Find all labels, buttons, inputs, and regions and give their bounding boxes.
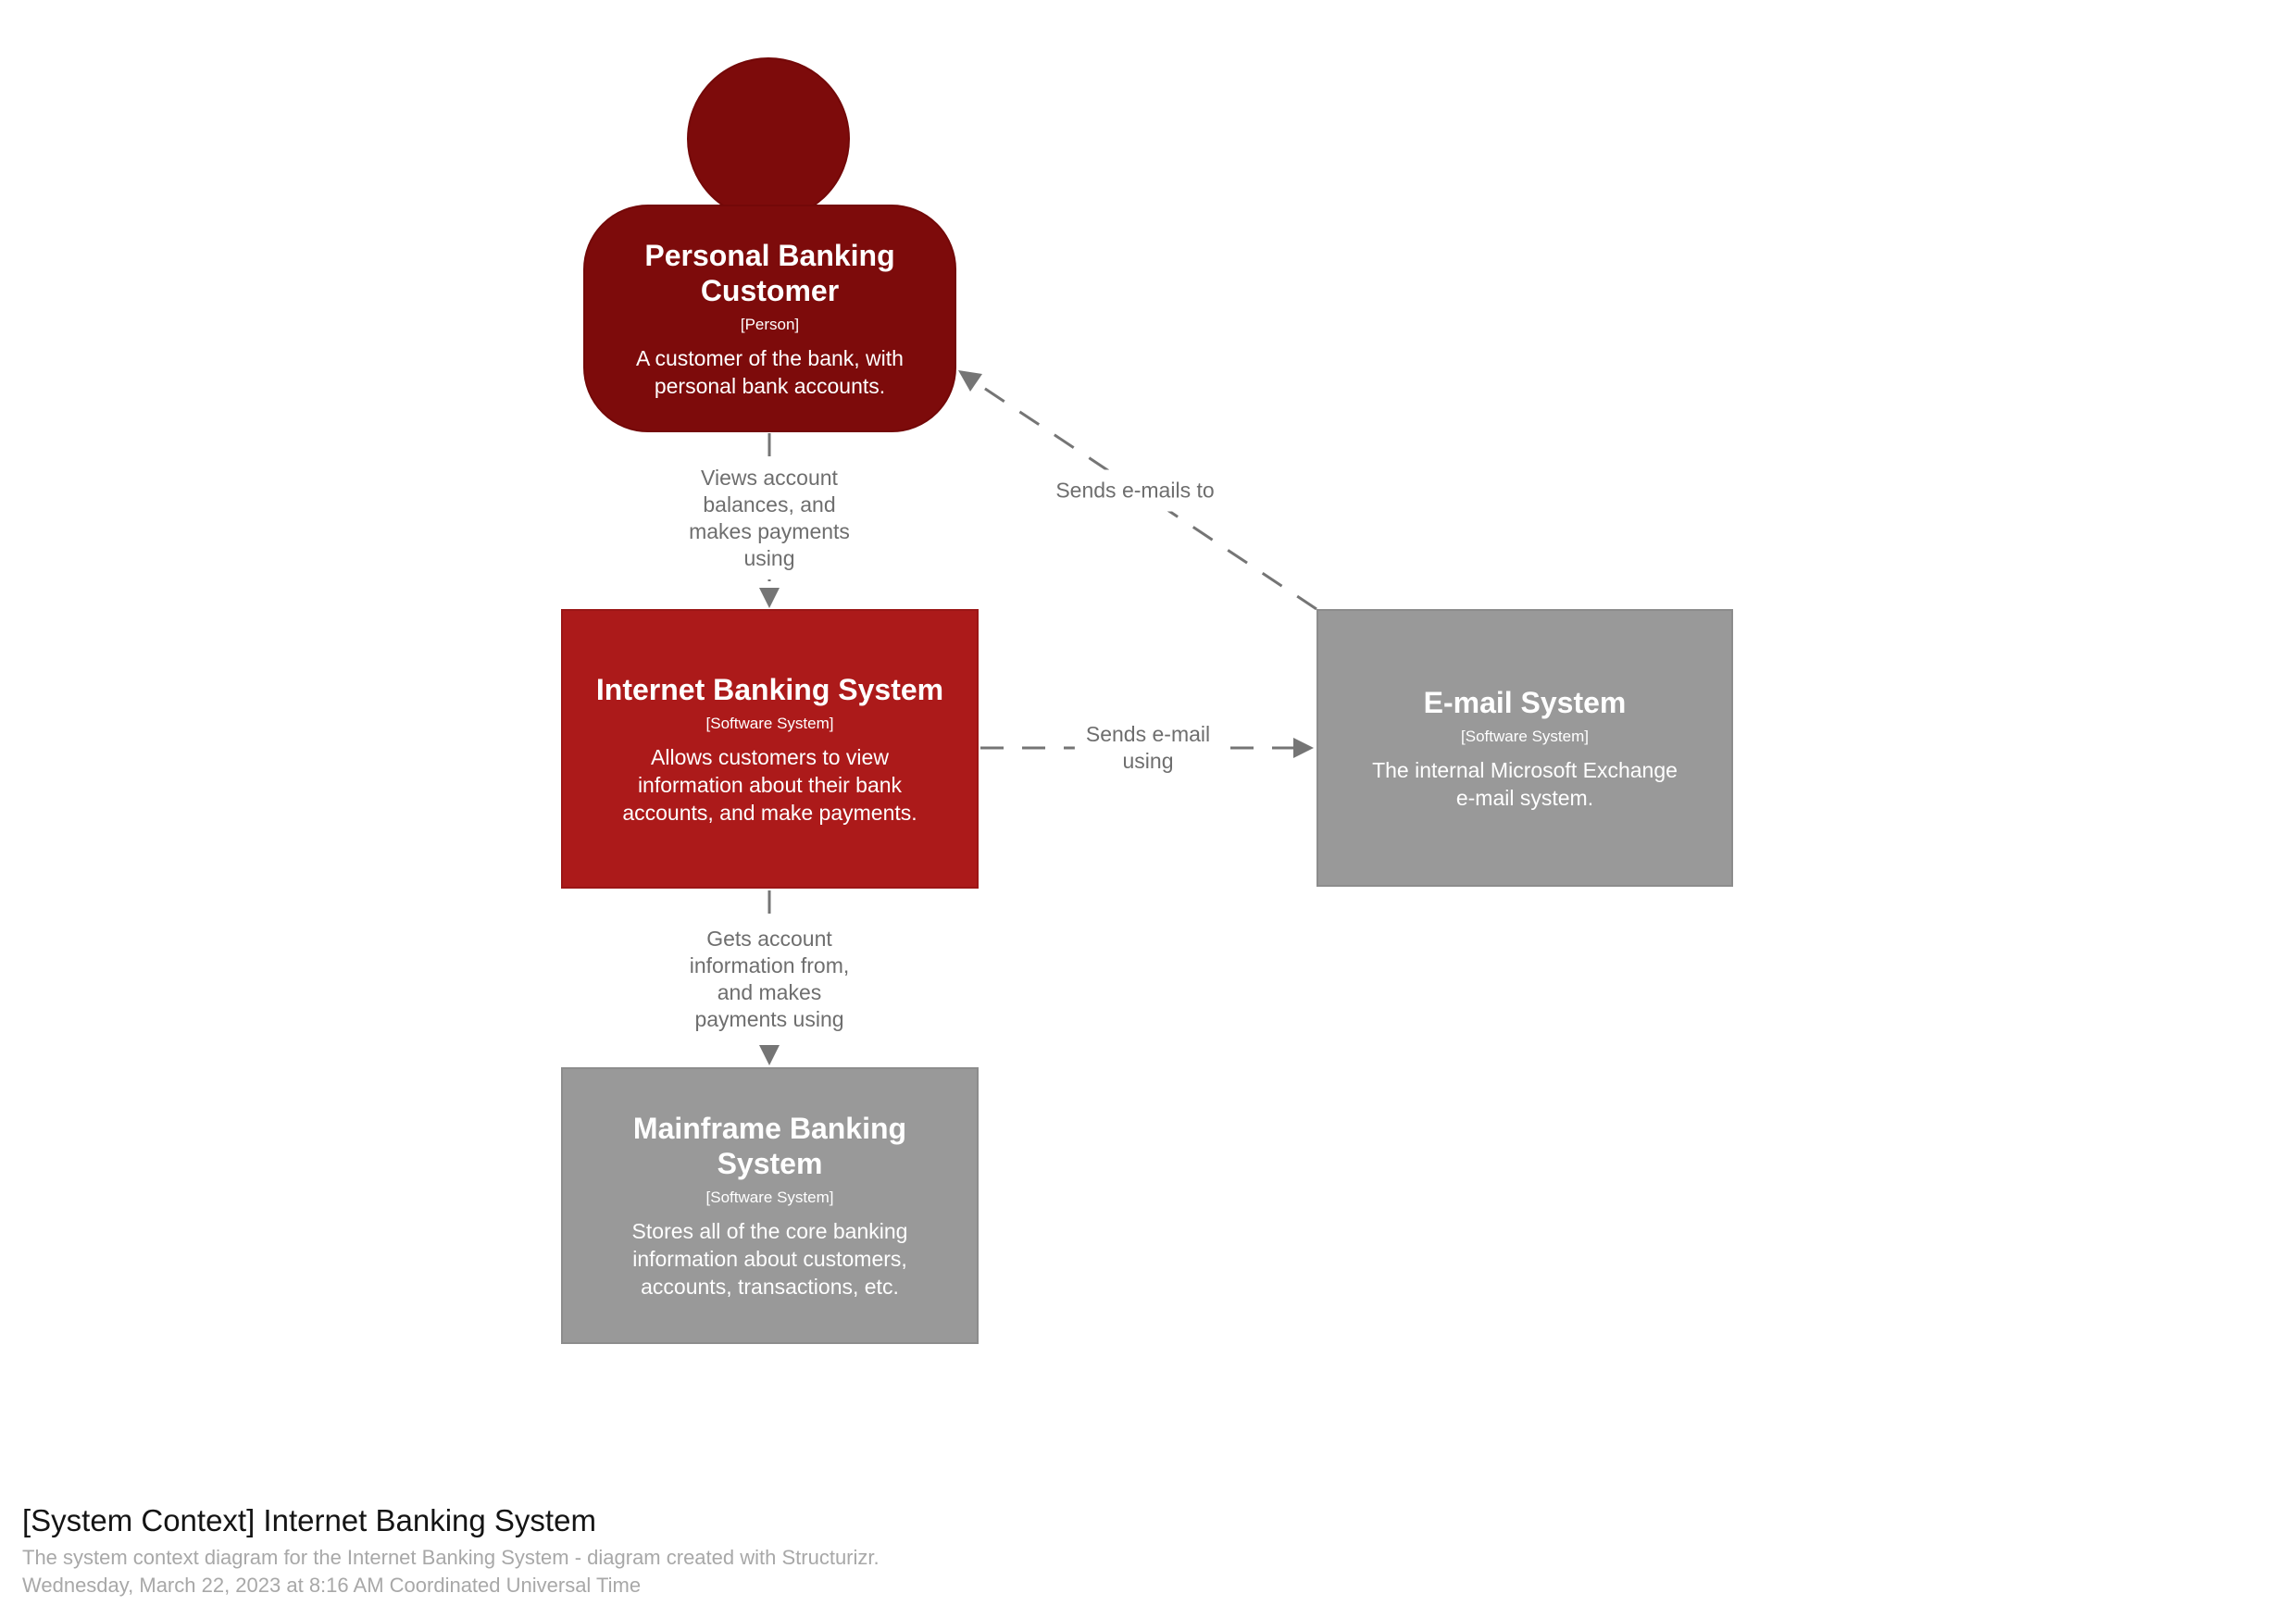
diagram-title: [System Context] Internet Banking System xyxy=(22,1503,596,1537)
system-node-email-system[interactable]: E-mail System [Software System] The inte… xyxy=(1316,609,1733,887)
relationship-label-customer-to-ibs: Views account balances, and makes paymen… xyxy=(678,457,861,579)
person-node-personal-banking-customer[interactable]: Personal Banking Customer [Person] A cus… xyxy=(583,57,956,432)
system-node-internet-banking-system[interactable]: Internet Banking System [Software System… xyxy=(561,609,979,889)
person-body: Personal Banking Customer [Person] A cus… xyxy=(583,205,956,432)
arrowhead-customer-to-ibs xyxy=(759,588,780,608)
node-description: A customer of the bank, with personal ba… xyxy=(636,345,904,398)
node-type-badge: [Person] xyxy=(740,315,800,333)
node-name: E-mail System xyxy=(1423,685,1627,719)
arrowhead-email-to-customer xyxy=(958,370,982,392)
node-description: Stores all of the core banking informati… xyxy=(631,1219,908,1299)
diagram-timestamp: Wednesday, March 22, 2023 at 8:16 AM Coo… xyxy=(22,1574,642,1597)
person-head-icon xyxy=(687,57,850,220)
diagram-metadata: [System Context] Internet Banking System… xyxy=(22,1501,880,1599)
node-name: Personal Banking Customer xyxy=(644,238,895,307)
relationship-label-email-to-customer: Sends e-mails to xyxy=(1044,469,1226,512)
node-type-badge: [Software System] xyxy=(1461,727,1589,745)
node-description: The internal Microsoft Exchange e-mail s… xyxy=(1372,757,1678,810)
relationship-label-ibs-to-mainframe: Gets account information from, and makes… xyxy=(678,918,861,1040)
node-name: Internet Banking System xyxy=(595,672,944,706)
arrowhead-ibs-to-mainframe xyxy=(759,1045,780,1065)
node-description: Allows customers to view information abo… xyxy=(622,744,917,825)
node-name: Mainframe Banking System xyxy=(632,1112,907,1180)
node-type-badge: [Software System] xyxy=(705,1189,834,1206)
arrowhead-ibs-to-email xyxy=(1293,738,1314,758)
system-node-mainframe-banking-system[interactable]: Mainframe Banking System [Software Syste… xyxy=(561,1067,979,1344)
diagram-description: The system context diagram for the Inter… xyxy=(22,1546,880,1569)
relationship-label-ibs-to-email: Sends e-mail using xyxy=(1074,714,1222,782)
node-type-badge: [Software System] xyxy=(705,714,834,732)
